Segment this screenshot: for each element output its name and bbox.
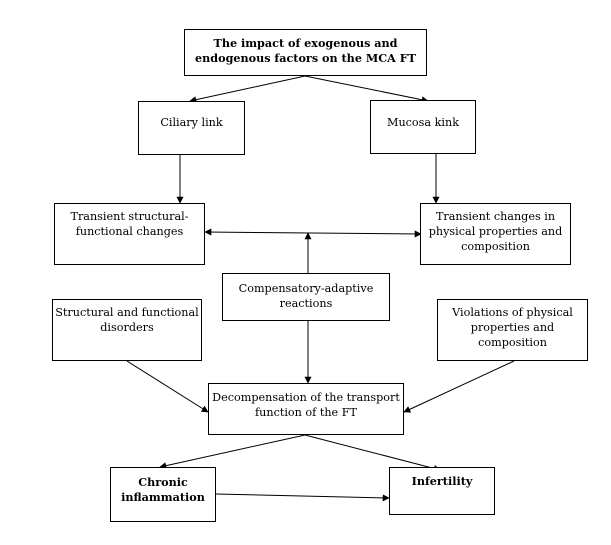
node-impact: The impact of exogenous and endogenous f… [184,29,427,76]
node-compensatory: Compensatory-adaptive reactions [222,273,390,321]
edge-decompensation-to-infertility [304,434,441,472]
node-decompensation: Decompensation of the transport function… [208,383,404,435]
node-structural-disorders: Structural and functional disorders [52,299,202,361]
node-violations: Violations of physical properties and co… [437,299,588,361]
node-transient-physical: Transient changes in physical properties… [420,203,571,265]
node-transient-structural: Transient structural- functional changes [54,203,205,265]
edge-structural-physical-bidirectional [204,228,422,238]
node-mucosa-kink: Mucosa kink [370,100,476,154]
edge-impact-to-mucosa [304,75,429,104]
edge-disorders-to-decompensation [126,360,209,413]
node-infertility: Infertility [389,467,495,515]
edge-violations-to-decompensation [403,360,515,413]
edge-decompensation-to-chronic [159,434,306,470]
node-chronic-inflammation: Chronic inflammation [110,467,216,522]
edge-chronic-to-infertility [215,493,390,502]
node-ciliary-link: Ciliary link [138,101,245,155]
edge-impact-to-ciliary [189,75,306,104]
